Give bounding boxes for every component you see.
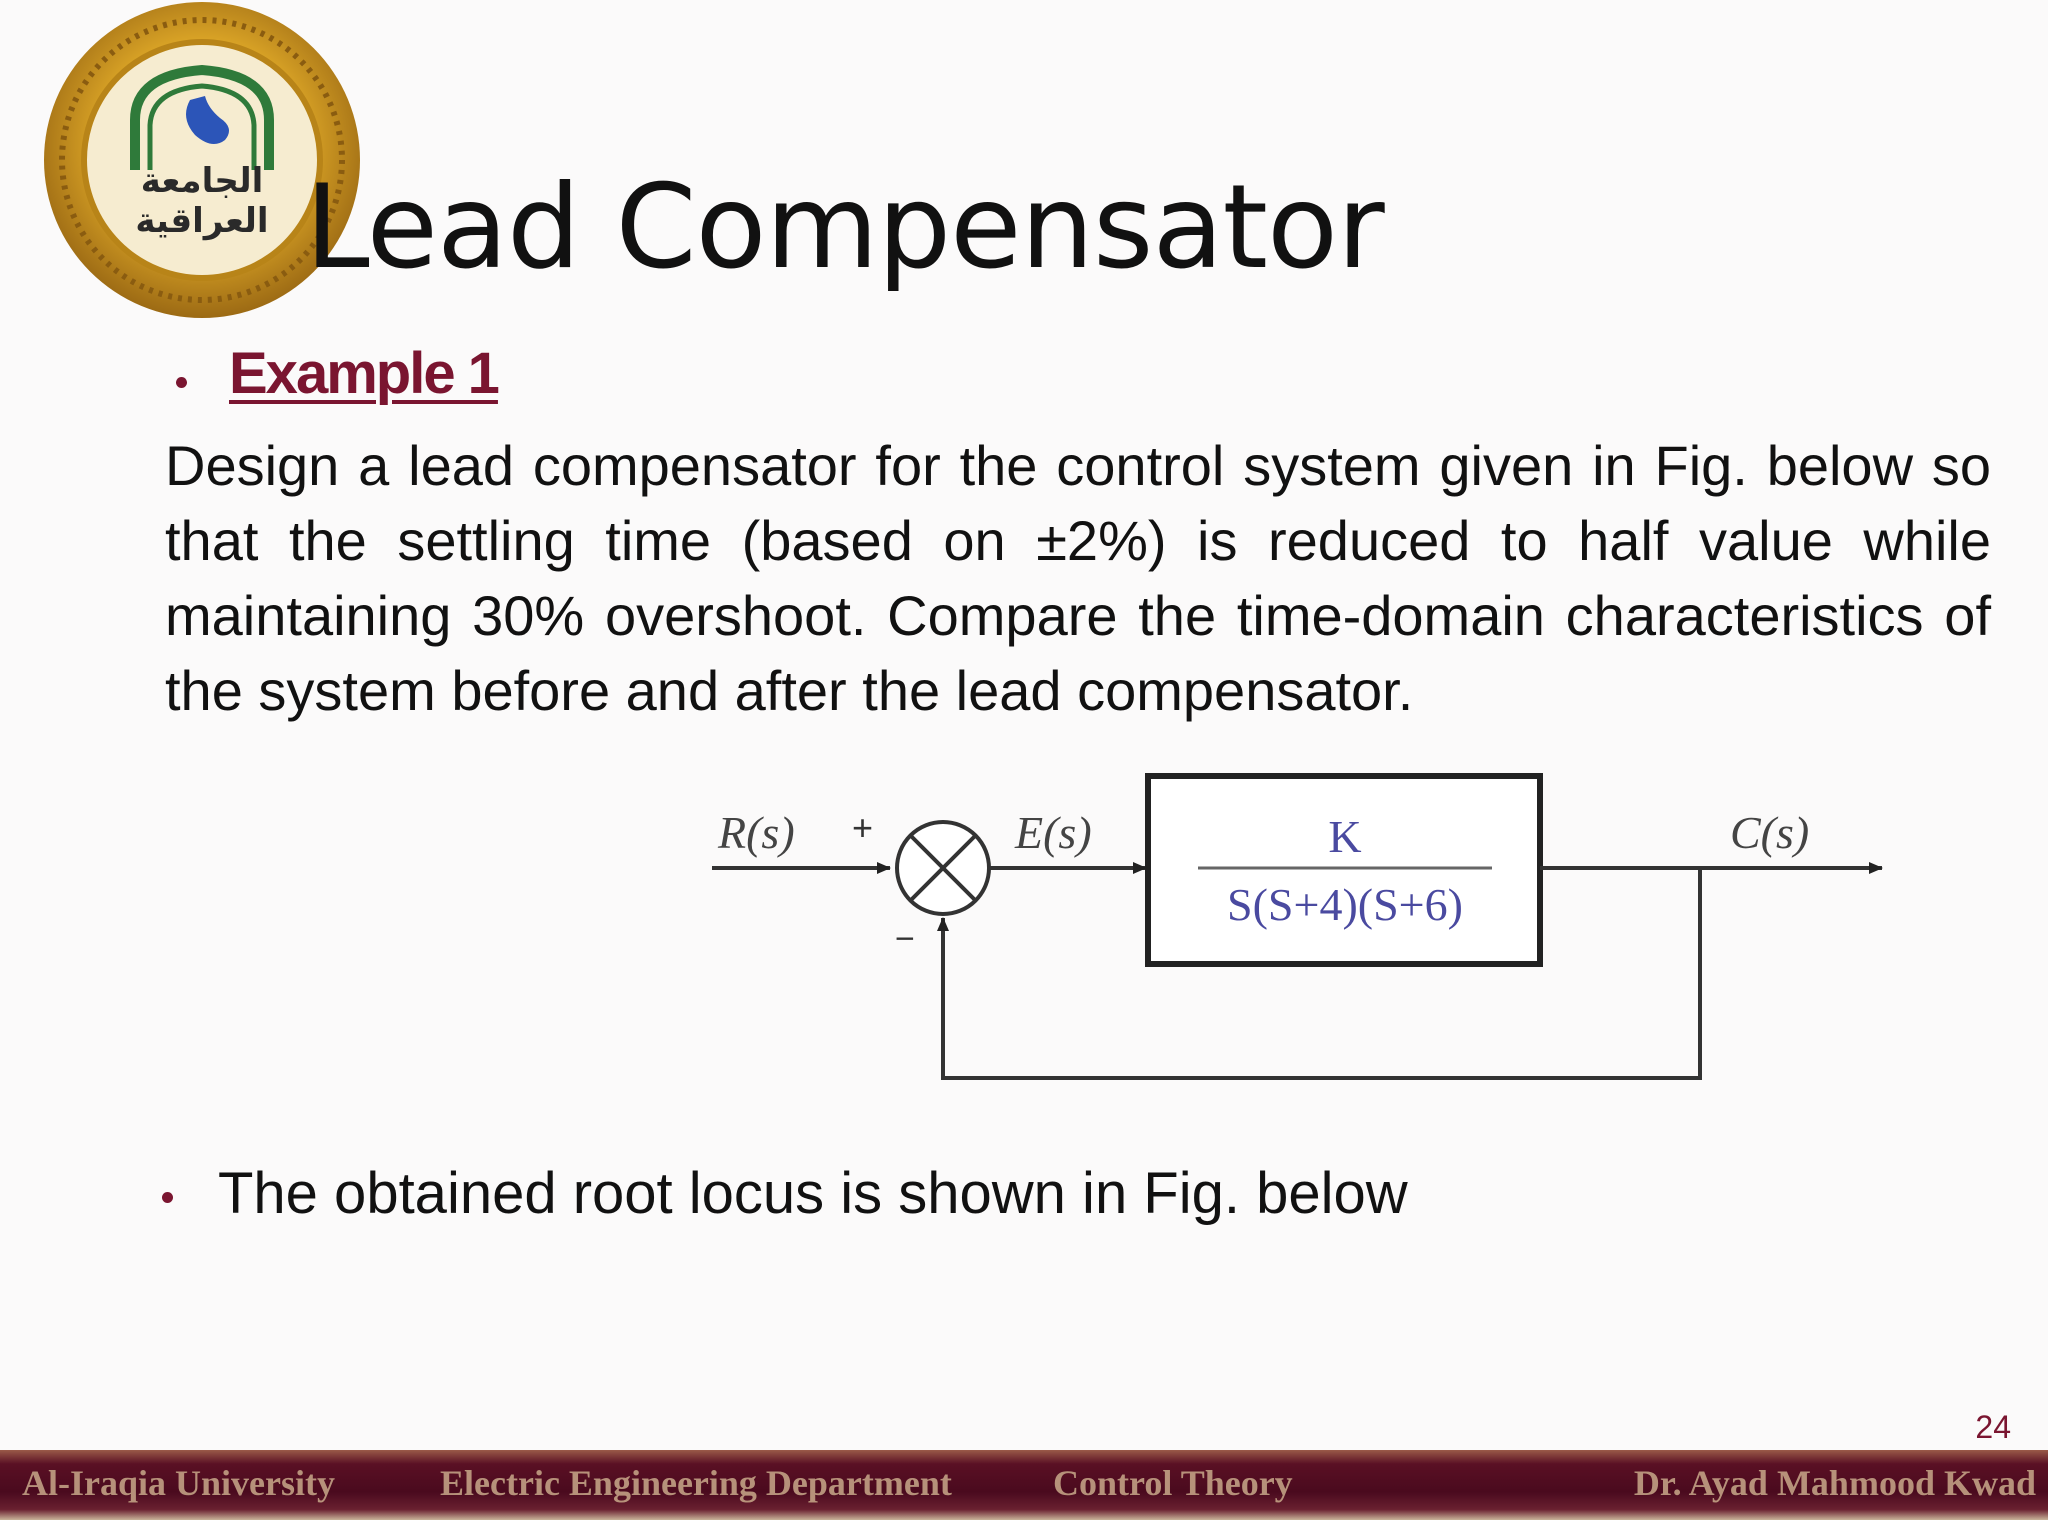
input-label: R(s) (717, 807, 795, 858)
footer-course: Control Theory (1053, 1463, 1293, 1503)
page-number: 24 (1975, 1409, 2011, 1445)
root-locus-bullet: The obtained root locus is shown in Fig.… (218, 1161, 1408, 1226)
feedback-path (937, 868, 1702, 1080)
footer-university: Al-Iraqia University (22, 1463, 335, 1503)
logo-text-line1: الجامعة (141, 161, 264, 201)
block-diagram: R(s) + − E(s) K S(S+4)(S+6) C(s) (712, 773, 1883, 1080)
footer-bottom-strip (0, 1520, 2048, 1537)
footer-author: Dr. Ayad Mahmood Kwad (1633, 1463, 2036, 1503)
university-logo: الجامعة العراقية (44, 2, 360, 318)
logo-text-line2: العراقية (135, 201, 268, 241)
plus-sign: + (852, 807, 873, 848)
minus-sign: − (895, 920, 915, 958)
plant-block (1145, 773, 1543, 967)
summing-junction (895, 820, 991, 916)
bullet-dot (176, 377, 187, 388)
example-heading: Example 1 (229, 341, 500, 406)
bullet-dot (162, 1192, 173, 1203)
slide-title: Lead Compensator (305, 160, 1385, 295)
footer-band: Al-Iraqia University Electric Engineerin… (0, 1450, 2048, 1520)
problem-statement: Design a lead compensator for the contro… (165, 434, 1991, 722)
footer-department: Electric Engineering Department (440, 1463, 952, 1503)
error-label: E(s) (1014, 807, 1092, 858)
tf-denominator: S(S+4)(S+6) (1227, 879, 1463, 930)
output-label: C(s) (1730, 807, 1809, 858)
tf-numerator: K (1328, 811, 1361, 862)
